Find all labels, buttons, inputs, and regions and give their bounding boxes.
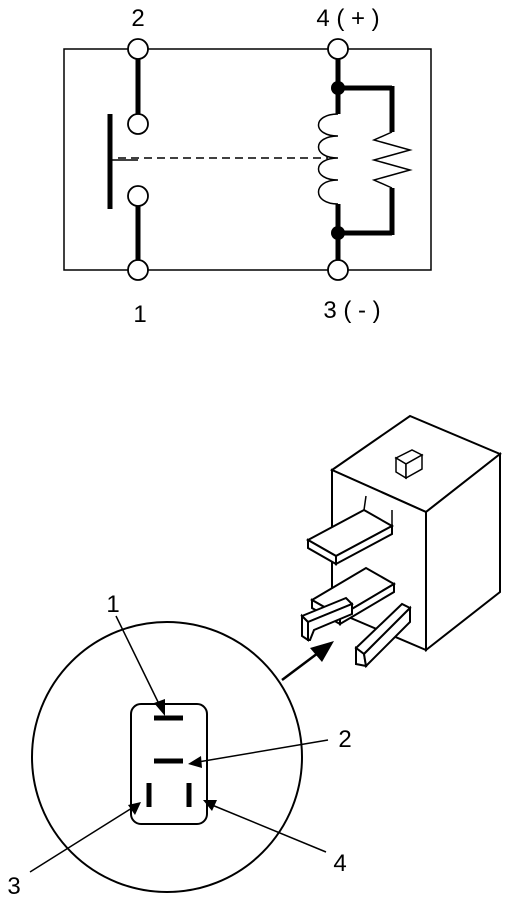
view-direction-arrowhead: [310, 641, 334, 662]
relay-body-illustration: [281, 414, 502, 681]
leader-arrowhead-1: [154, 699, 165, 716]
leader-arrowhead-4: [203, 800, 217, 811]
relay-schematic: 2 4 ( + ) 1 3 ( - ): [63, 5, 432, 328]
terminal-4: [327, 38, 349, 60]
leader-line-3: [29, 807, 133, 873]
resistor-zigzag: [371, 131, 413, 189]
terminal-3-label: 3 ( - ): [323, 297, 380, 324]
leader-line-4: [211, 804, 327, 853]
switch-lower-contact: [127, 185, 149, 207]
terminal-1-label: 1: [133, 301, 146, 328]
blade-lower-left: [300, 596, 354, 642]
connector-magnified-view: 1 2 3 4: [7, 591, 351, 900]
view-direction-arrow-line: [281, 649, 323, 681]
switch-upper-contact: [127, 113, 149, 135]
terminal-2: [127, 38, 149, 60]
schematic-housing-outline: [63, 48, 432, 271]
relay-top-nub: [394, 449, 424, 480]
callout-3-label: 3: [7, 873, 20, 900]
blade-upper: [305, 495, 395, 566]
leader-line-2: [197, 739, 329, 763]
callout-2-label: 2: [338, 726, 351, 753]
terminal-4-label: 4 ( + ): [316, 5, 379, 32]
leader-arrowhead-3: [128, 802, 141, 815]
terminal-2-label: 2: [131, 5, 144, 32]
coil-winding: [317, 113, 339, 205]
leader-arrowhead-2: [188, 756, 202, 768]
terminal-1: [127, 259, 149, 281]
callout-1-label: 1: [106, 591, 119, 618]
blade-lower-right: [354, 602, 412, 669]
callout-4-label: 4: [333, 850, 346, 877]
leader-line-1: [115, 615, 161, 707]
terminal-3: [327, 259, 349, 281]
